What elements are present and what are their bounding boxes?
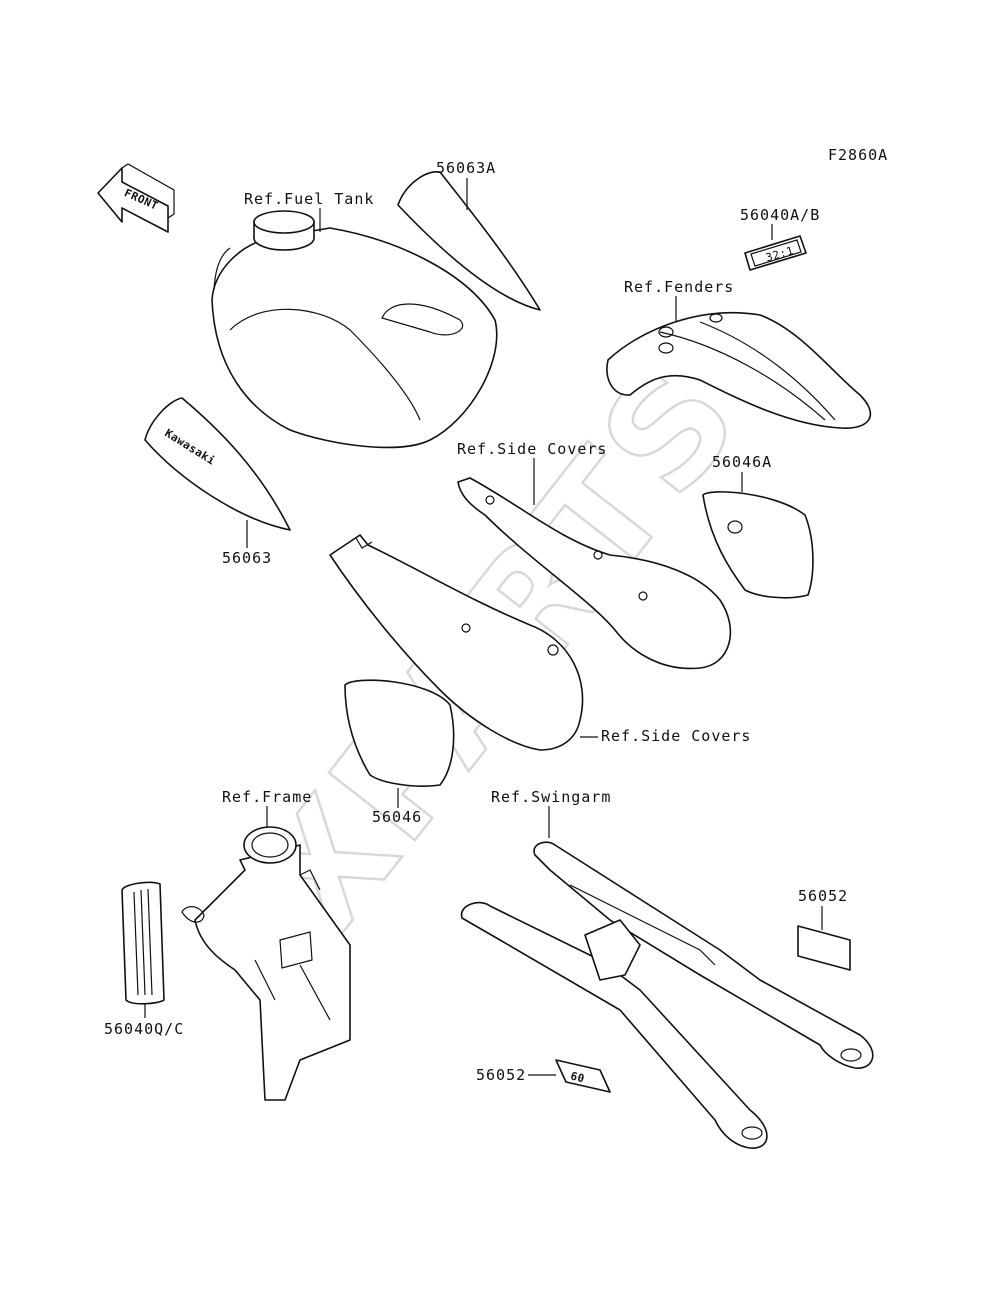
decal-56052-right xyxy=(797,925,851,971)
decal-56040C xyxy=(121,881,165,1005)
decal-size-text: 60 xyxy=(569,1069,586,1085)
label-56063: 56063 xyxy=(222,549,272,567)
label-56040AB: 56040A/B xyxy=(740,206,820,224)
label-ref-frame: Ref.Frame xyxy=(222,788,312,806)
label-ref-swingarm: Ref.Swingarm xyxy=(491,788,611,806)
label-ref-side-covers-right: Ref.Side Covers xyxy=(601,727,751,745)
decal-56046 xyxy=(344,679,455,787)
label-ref-side-covers-top: Ref.Side Covers xyxy=(457,440,607,458)
decal-56063: Kawasaki xyxy=(144,397,291,531)
fuel-tank xyxy=(211,210,498,449)
decal-56052-bottom: 60 xyxy=(555,1059,611,1093)
decal-56063A xyxy=(397,171,541,311)
label-ref-fenders: Ref.Fenders xyxy=(624,278,734,296)
label-56046: 56046 xyxy=(372,808,422,826)
side-cover-left xyxy=(329,534,584,751)
figure-code: F2860A xyxy=(828,146,888,164)
front-arrow-icon: FRONT xyxy=(97,163,175,233)
label-56052-right: 56052 xyxy=(798,887,848,905)
side-cover-right xyxy=(457,477,732,670)
frame xyxy=(181,826,351,1101)
decal-56046A xyxy=(702,491,814,599)
label-56040C: 56040Q/C xyxy=(104,1020,184,1038)
rear-fender xyxy=(606,311,872,429)
label-ref-fuel-tank: Ref.Fuel Tank xyxy=(244,190,374,208)
decal-56040AB: 32:1 xyxy=(744,235,807,271)
label-56052-bottom: 56052 xyxy=(476,1066,526,1084)
swingarm xyxy=(460,841,874,1149)
label-56063A: 56063A xyxy=(436,159,496,177)
label-56046A: 56046A xyxy=(712,453,772,471)
